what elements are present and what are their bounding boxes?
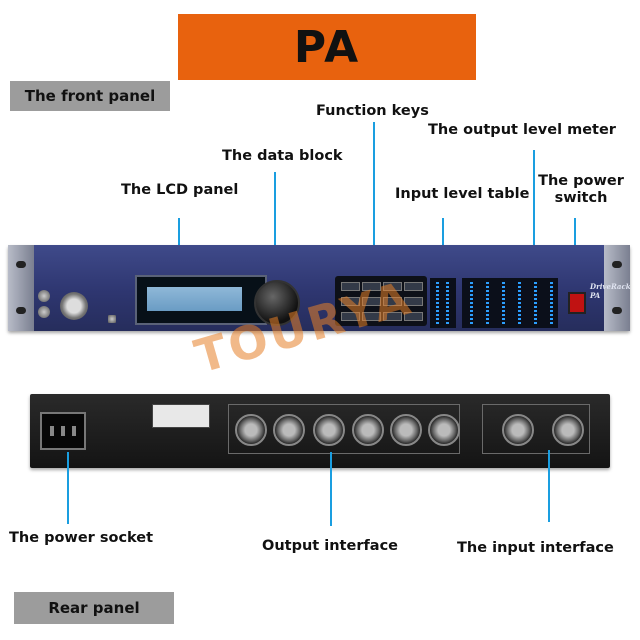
output-meter-bar	[550, 282, 553, 324]
mic-button-icon	[108, 315, 116, 323]
rear-panel-tag-label: Rear panel	[48, 599, 140, 617]
screw-icon	[38, 306, 50, 318]
xlr-output-icon	[313, 414, 345, 446]
input-table-label: Input level table	[395, 186, 530, 202]
input-interface-label: The input interface	[457, 540, 614, 556]
input-interface-leader	[548, 450, 550, 522]
xlr-input-icon	[502, 414, 534, 446]
output-meter-leader	[533, 150, 535, 295]
function-key[interactable]	[362, 312, 381, 321]
xlr-output-icon	[428, 414, 460, 446]
brand-logo: DriveRack PA	[590, 282, 631, 300]
rta-mic-input-icon	[60, 292, 88, 320]
caution-sticker	[152, 404, 210, 428]
lcd-display	[135, 275, 267, 325]
power-switch-label: The power switch	[538, 173, 624, 206]
output-interface-leader	[330, 452, 332, 526]
screw-icon	[38, 290, 50, 302]
function-keys-leader	[373, 122, 375, 290]
rack-ear-right	[604, 245, 630, 331]
xlr-output-icon	[235, 414, 267, 446]
output-meter-bar	[534, 282, 537, 324]
xlr-input-icon	[552, 414, 584, 446]
function-key[interactable]	[341, 312, 360, 321]
input-meter-bar	[436, 282, 439, 324]
xlr-output-icon	[273, 414, 305, 446]
output-meter-bar	[486, 282, 489, 324]
function-key[interactable]	[383, 312, 402, 321]
output-meter-bar	[470, 282, 473, 324]
data-wheel-icon[interactable]	[254, 280, 300, 326]
banner-title: PA	[293, 21, 361, 73]
title-banner: PA	[178, 14, 476, 80]
front-panel-tag: The front panel	[10, 81, 170, 111]
function-key[interactable]	[341, 282, 360, 291]
function-key[interactable]	[362, 297, 381, 306]
xlr-output-icon	[390, 414, 422, 446]
rear-panel-tag: Rear panel	[14, 592, 174, 624]
rack-ear-left	[8, 245, 34, 331]
data-block-label: The data block	[222, 148, 343, 164]
inputs-group	[482, 404, 590, 454]
input-meter-block	[430, 278, 456, 328]
data-block-leader	[274, 172, 276, 287]
power-socket-label: The power socket	[9, 530, 154, 546]
power-socket-icon	[40, 412, 86, 450]
function-key[interactable]	[404, 312, 423, 321]
function-keypad	[335, 276, 427, 326]
lcd-panel-label: The LCD panel	[121, 182, 239, 198]
output-meter-label: The output level meter	[428, 122, 616, 138]
power-socket-leader	[67, 452, 69, 524]
function-key[interactable]	[362, 282, 381, 291]
front-panel-tag-label: The front panel	[24, 87, 156, 105]
function-keys-label: Function keys	[316, 103, 429, 119]
function-key[interactable]	[404, 297, 423, 306]
power-switch-icon[interactable]	[568, 292, 586, 314]
output-meter-block	[462, 278, 558, 328]
function-key[interactable]	[404, 282, 423, 291]
input-meter-bar	[446, 282, 449, 324]
function-key[interactable]	[341, 297, 360, 306]
xlr-output-icon	[352, 414, 384, 446]
output-meter-bar	[518, 282, 521, 324]
function-key[interactable]	[383, 297, 402, 306]
function-key[interactable]	[383, 282, 402, 291]
output-interface-label: Output interface	[262, 538, 398, 554]
output-meter-bar	[502, 282, 505, 324]
lcd-screen	[147, 287, 242, 311]
